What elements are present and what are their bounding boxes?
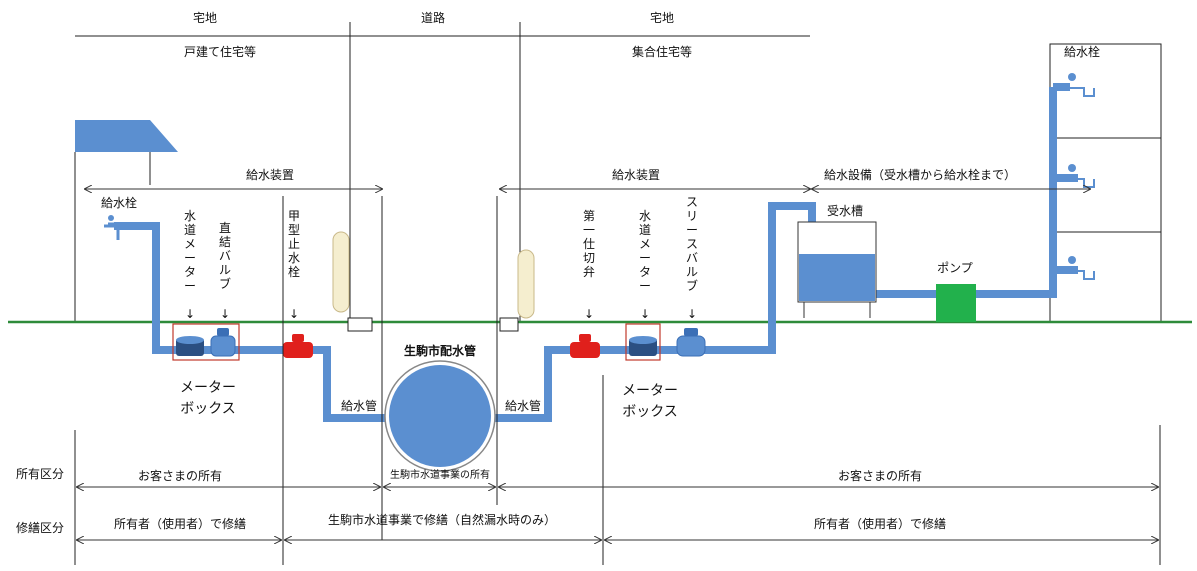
facility-pipe [875,83,1078,298]
stop-valve-arrow: ↓ [289,307,299,321]
faucet-bottom-icon [1066,256,1095,280]
main-pipe [384,360,496,472]
stop-valve-icon [283,334,313,358]
meter-box-right-label-1: メーター [622,383,678,399]
tank-label: 受水槽 [827,204,863,218]
house-roof [75,120,178,152]
ownership-row-label: 所有区分 [16,467,64,481]
pump-icon [936,284,976,322]
faucet-left-icon [104,215,120,240]
meter-box-left-label-2: ボックス [180,401,236,417]
pump-label: ポンプ [937,261,973,275]
service-pipe-right [492,202,816,422]
meter-box-left [172,323,240,361]
faucet-left-label: 給水栓 [101,195,137,210]
first-valve-label: 第一仕切弁 [583,209,595,279]
sleeve-valve-icon [676,328,706,357]
sleeve-valve-arrow: ↓ [687,307,697,321]
water-meter-right-arrow: ↓ [640,307,650,321]
boundary-marker-left [332,231,373,332]
first-valve-icon [570,334,600,358]
repair-owner-left: 所有者（使用者）で修繕 [114,516,246,531]
water-tank [797,221,877,318]
faucet-top-icon [1066,73,1095,97]
ownership-customer-left: お客さまの所有 [138,468,222,483]
sleeve-valve-label: スリースバルブ [686,195,698,293]
meter-box-left-label-1: メーター [180,380,236,396]
service-pipe-right-label: 給水管 [505,398,541,413]
meter-box-right [625,323,661,361]
direct-valve-left-arrow: ↓ [220,307,230,321]
main-pipe-label: 生駒市配水管 [404,343,476,358]
direct-valve-left-icon [210,328,236,357]
zone-right-lot: 宅地 [650,10,674,25]
first-valve-arrow: ↓ [584,307,594,321]
water-meter-left-label: 水道メーター [184,209,196,293]
ownership-city: 生駒市水道事業の所有 [390,468,490,481]
boundary-marker-right [499,249,535,332]
zone-detached-house: 戸建て住宅等 [184,44,256,59]
water-meter-left-icon [176,336,204,356]
stop-valve-label: 甲型止水栓 [288,209,300,279]
service-pipe-left-label: 給水管 [341,398,377,413]
water-meter-right-label: 水道メーター [639,209,651,293]
ownership-customer-right: お客さまの所有 [838,468,922,483]
zone-road: 道路 [421,10,445,25]
water-meter-left-arrow: ↓ [185,307,195,321]
faucet-top-label: 給水栓 [1064,44,1100,59]
repair-owner-right: 所有者（使用者）で修繕 [814,516,946,531]
detached-house [74,120,178,322]
facility-label: 給水設備（受水槽から給水栓まで） [824,167,1016,182]
direct-valve-left-label: 直結バルブ [219,221,231,291]
zone-left-lot: 宅地 [193,10,217,25]
meter-box-right-label-2: ボックス [622,404,678,420]
supply-device-right-label: 給水装置 [612,168,660,182]
repair-row-label: 修繕区分 [16,520,64,535]
zone-apartment: 集合住宅等 [632,44,692,59]
repair-city: 生駒市水道事業で修繕（自然漏水時のみ） [328,512,556,527]
water-meter-right-icon [629,336,657,356]
supply-device-left-label: 給水装置 [246,168,294,182]
